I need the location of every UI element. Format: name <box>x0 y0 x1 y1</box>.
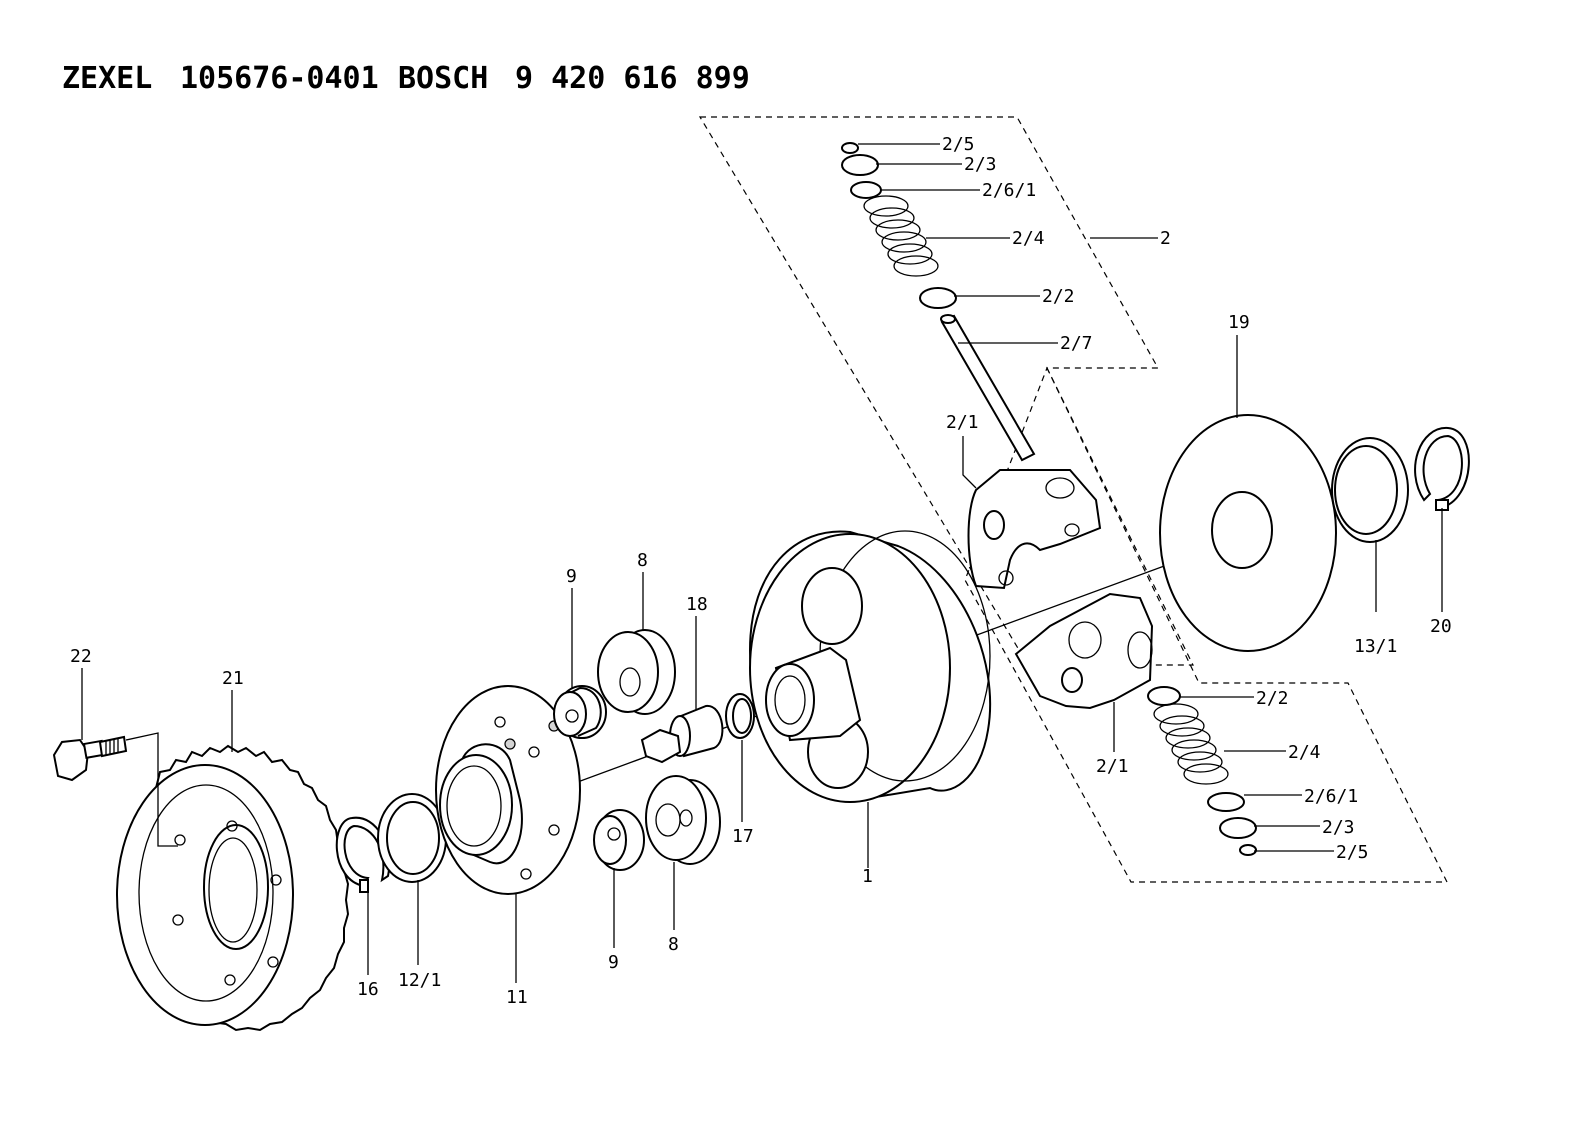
label-9-upper: 9 <box>566 566 577 587</box>
flyweight-2-1-upper <box>967 469 1102 590</box>
pin-2-7 <box>940 314 1036 462</box>
label-18: 18 <box>686 594 708 615</box>
label-2-6-1-upper: 2/6/1 <box>982 180 1036 201</box>
label-2-6-1-lower: 2/6/1 <box>1304 786 1358 807</box>
label-2-4-upper: 2/4 <box>1012 228 1045 249</box>
label-11: 11 <box>506 987 528 1008</box>
label-2-2-upper: 2/2 <box>1042 286 1075 307</box>
ring-17 <box>725 693 755 739</box>
label-2-5-lower: 2/5 <box>1336 842 1369 863</box>
disc-19 <box>1159 414 1337 652</box>
shim-2-6-1-upper <box>850 181 882 199</box>
callout-labels: 2/5 2/3 2/6/1 2/4 2 2/2 2/7 19 2/1 13/1 … <box>70 134 1452 1008</box>
label-2-1-upper: 2/1 <box>946 412 979 433</box>
label-1: 1 <box>862 866 873 887</box>
brand-bosch: BOSCH <box>398 61 488 96</box>
leader-lines <box>81 143 1443 983</box>
spring-seat-2-3-upper <box>841 154 879 176</box>
spring-stack-lower <box>1147 686 1257 856</box>
spring-seat-2-2-lower <box>1147 686 1181 706</box>
label-8-upper: 8 <box>637 550 648 571</box>
label-13-1: 13/1 <box>1354 636 1397 657</box>
gear-21 <box>116 744 350 1032</box>
label-22: 22 <box>70 646 92 667</box>
roller-9-lower <box>593 809 645 871</box>
bolt-22 <box>52 732 178 847</box>
spring-2-4-lower <box>1153 703 1229 785</box>
label-2-3-upper: 2/3 <box>964 154 997 175</box>
washer-8-upper <box>597 629 676 715</box>
circlip-20 <box>1414 426 1470 511</box>
label-16: 16 <box>357 979 379 1000</box>
washer-8-lower <box>645 775 721 865</box>
spring-stack-upper <box>841 142 957 309</box>
circlip-2-5-lower <box>1239 844 1257 856</box>
spring-seat-2-3-lower <box>1219 817 1257 839</box>
spring-2-4-upper <box>863 195 939 277</box>
ring-12-1 <box>377 793 447 883</box>
label-2-1-lower: 2/1 <box>1096 756 1129 777</box>
hub-11 <box>435 685 581 895</box>
label-2-4-lower: 2/4 <box>1288 742 1321 763</box>
label-8-lower: 8 <box>668 934 679 955</box>
spring-seat-2-2-upper <box>919 287 957 309</box>
label-12-1: 12/1 <box>398 970 441 991</box>
circlip-2-5-upper <box>841 142 859 154</box>
circlip-16 <box>335 816 391 893</box>
label-2-3-lower: 2/3 <box>1322 817 1355 838</box>
ring-13-1 <box>1331 437 1409 543</box>
roller-9-upper <box>553 685 607 739</box>
zexel-part-number: 105676-0401 <box>180 61 379 96</box>
label-2-2-lower: 2/2 <box>1256 688 1289 709</box>
label-9-lower: 9 <box>608 952 619 973</box>
flyweight-carrier-1 <box>748 530 992 803</box>
flyweight-2-1-lower <box>1014 592 1154 710</box>
label-21: 21 <box>222 668 244 689</box>
label-2-7: 2/7 <box>1060 333 1093 354</box>
label-2: 2 <box>1160 228 1171 249</box>
label-2-5-upper: 2/5 <box>942 134 975 155</box>
brand-zexel: ZEXEL <box>62 61 152 96</box>
label-19: 19 <box>1228 312 1250 333</box>
sleeve-18 <box>640 705 724 764</box>
bosch-part-number: 9 420 616 899 <box>515 61 750 96</box>
label-17: 17 <box>732 826 754 847</box>
shim-2-6-1-lower <box>1207 792 1245 812</box>
label-20: 20 <box>1430 616 1452 637</box>
